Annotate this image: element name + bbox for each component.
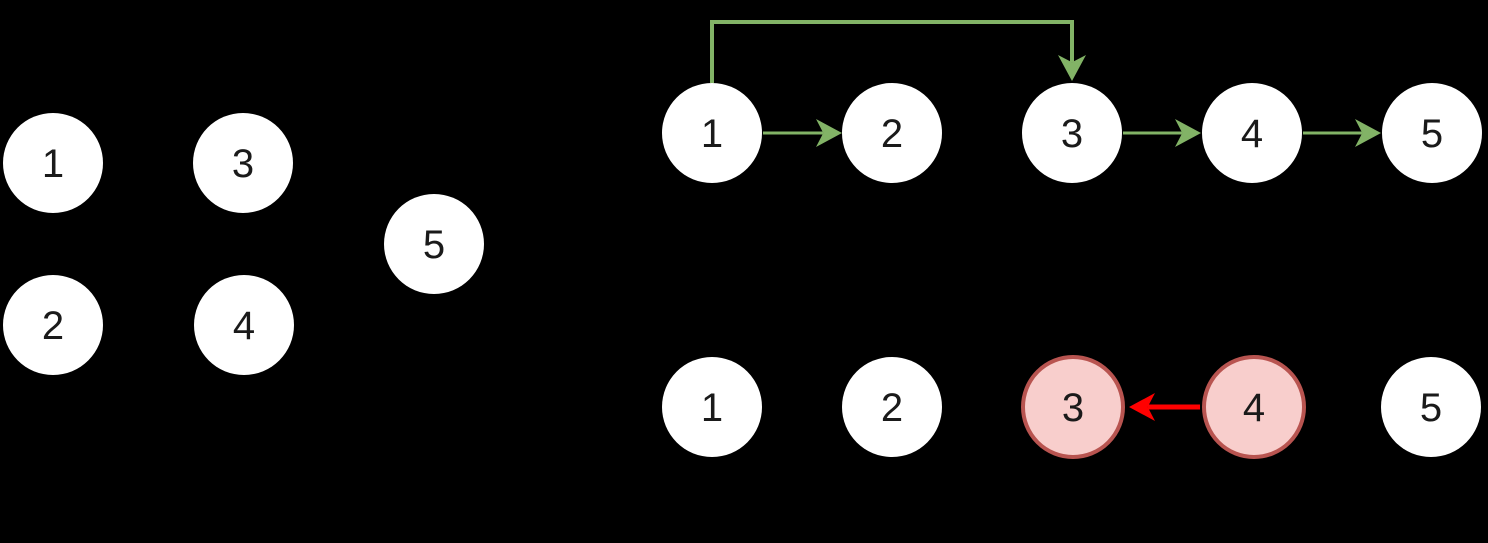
node-value-label: 3 xyxy=(231,142,255,186)
node-value-label: 5 xyxy=(422,223,446,267)
node-value-label: 4 xyxy=(1240,112,1264,156)
graph-node-3: 3 xyxy=(1022,83,1122,183)
arrowhead-icon xyxy=(816,119,842,147)
graph-node-1: 1 xyxy=(662,83,762,183)
graph-node-5: 5 xyxy=(384,194,484,294)
node-value-label: 2 xyxy=(880,112,904,156)
node-value-label: 1 xyxy=(41,142,65,186)
edge-line xyxy=(710,20,1074,83)
arrowhead-icon xyxy=(1355,119,1381,147)
node-value-label: 2 xyxy=(41,304,65,348)
graph-node-1: 1 xyxy=(662,357,762,457)
graph-node-2: 2 xyxy=(842,357,942,457)
edge-4-to-5-linked-chain-group xyxy=(1303,119,1381,147)
node-value-label: 4 xyxy=(1242,386,1266,430)
graph-node-4: 4 xyxy=(1202,83,1302,183)
graph-node-5: 5 xyxy=(1382,83,1482,183)
node-value-label: 5 xyxy=(1420,112,1444,156)
arrowhead-icon xyxy=(1175,119,1201,147)
node-value-label: 3 xyxy=(1061,386,1085,430)
node-value-label: 5 xyxy=(1419,386,1443,430)
node-value-label: 2 xyxy=(880,386,904,430)
edge-1-to-2-linked-chain-group xyxy=(763,119,842,147)
node-value-label: 1 xyxy=(700,112,724,156)
edge-1-to-3-linked-chain-group xyxy=(710,20,1086,83)
node-value-label: 4 xyxy=(232,304,256,348)
graph-node-1: 1 xyxy=(3,113,103,213)
arrowhead-icon xyxy=(1058,55,1086,81)
graph-node-4: 4 xyxy=(194,275,294,375)
arrowhead-icon xyxy=(1129,393,1155,421)
graph-node-2: 2 xyxy=(3,275,103,375)
graph-node-highlighted-3: 3 xyxy=(1021,355,1125,459)
graph-node-2: 2 xyxy=(842,83,942,183)
node-value-label: 1 xyxy=(700,386,724,430)
edge-4-to-3-highlighted-pair-group xyxy=(1129,393,1200,421)
graph-node-highlighted-4: 4 xyxy=(1202,355,1306,459)
graph-node-3: 3 xyxy=(193,113,293,213)
node-value-label: 3 xyxy=(1060,112,1084,156)
graph-node-5: 5 xyxy=(1381,357,1481,457)
edge-3-to-4-linked-chain-group xyxy=(1123,119,1201,147)
